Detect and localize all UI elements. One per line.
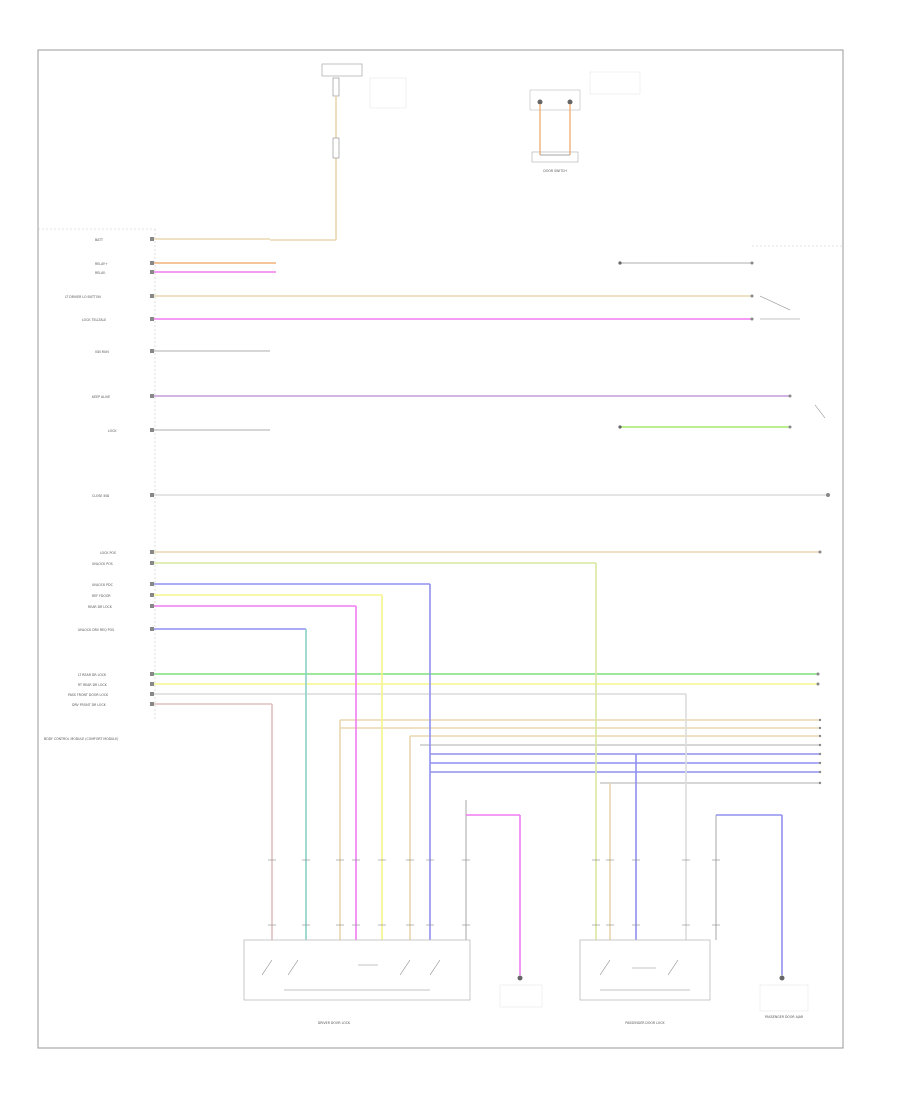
top-right-switch [529,71,641,163]
label-rt-rear-dr-lock: RT REAR DR LOCK [78,683,108,687]
label-unlock-drv-req: UNLOCK DRV REQ POS [78,628,114,632]
label-batt: BATT [95,238,103,242]
label-ign-run: IGN RUN [95,350,109,354]
label-rear-dr-lock: REAR DR LOCK [88,605,113,609]
label-relay-plus: RELAY+ [95,262,108,266]
label-keep-alive: KEEP ALIVE [92,395,110,399]
label-drv-front-dr-lock: DRV FRONT DR LOCK [72,703,107,707]
label-ref-fdoor: REF FDOOR [92,594,111,598]
label-unlock-pos: UNLOCK POS [92,562,113,566]
module-wires [154,238,828,705]
driver-door-lock-label: DRIVER DOOR LOCK [318,1021,351,1025]
right-switches [618,261,826,429]
label-lock-pos: LOCK POS [100,551,116,555]
label-driver-lo-button: LT DRIVER LO BUTTON [65,295,101,299]
right-wires [340,262,820,784]
left-labels: BATT RELAY+ RELAY- LT DRIVER LO BUTTON L… [44,238,118,741]
top-fuse-block [270,63,407,241]
passenger-door-ajar-label: PASSENGER DOOR AJAR [765,1015,804,1019]
label-relay-minus: RELAY- [95,271,106,275]
passenger-door-lock-assembly [579,939,809,1012]
passenger-door-lock-label: PASSENGER DOOR LOCK [625,1021,665,1025]
label-unlock-pdc: UNLOCK PDC [92,583,114,587]
lock-connector-ticks [268,859,720,926]
right-connector-ends [750,261,830,785]
connector-pins [150,237,154,706]
vertical-wires [271,563,783,975]
driver-door-lock-assembly [243,939,543,1008]
label-pass-front-door-lock: PASS FRONT DOOR LOCK [68,693,109,697]
label-lt-rear-dr-lock: LT REAR DR LOCK [78,673,107,677]
label-lock-telltale: LOCK TELLTALE [82,318,106,322]
label-body-control-module: BODY CONTROL MODULE (COMFORT MODULE) [44,737,118,741]
label-close-ind: CLOSE IND [92,494,110,498]
diagram-frame [37,49,844,1049]
door-switch-label: DOOR SWITCH [543,169,567,173]
label-lock: LOCK [108,429,117,433]
component-labels: DRIVER DOOR LOCK PASSENGER DOOR LOCK DOO… [318,169,804,1025]
